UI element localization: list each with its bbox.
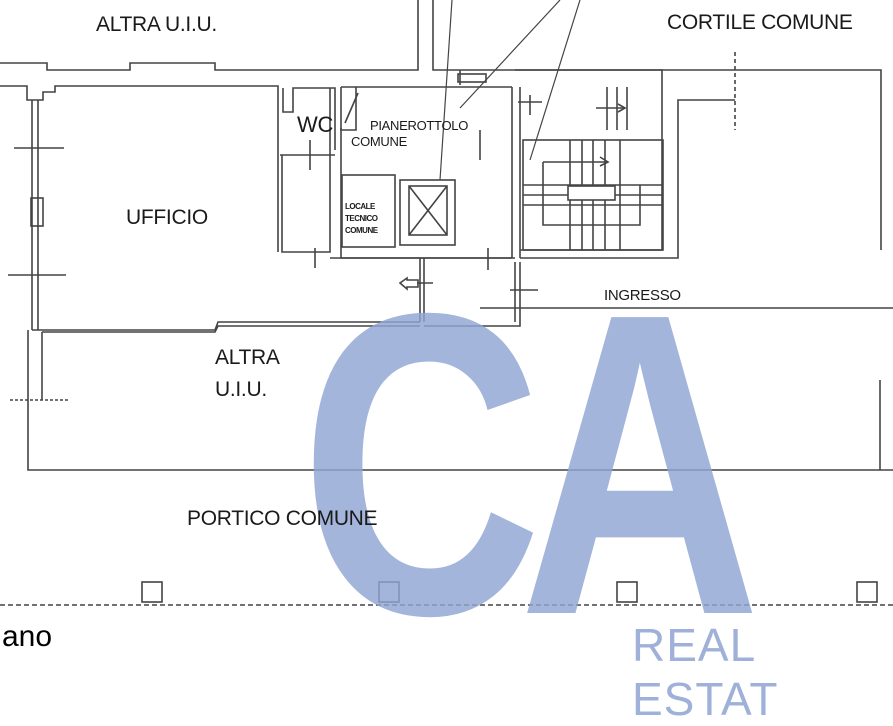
label-locale: LOCALE bbox=[345, 202, 375, 211]
floor-plan-drawing bbox=[0, 0, 893, 606]
caption-text: ano bbox=[2, 620, 53, 653]
watermark-logo: CA bbox=[300, 225, 761, 705]
label-tecnico: TECNICO bbox=[345, 214, 378, 223]
label-altra-mid: ALTRA bbox=[215, 346, 280, 369]
label-locale-comune: COMUNE bbox=[345, 226, 378, 235]
label-pianerottolo: PIANEROTTOLO bbox=[370, 118, 469, 133]
label-wc: WC bbox=[297, 112, 334, 137]
watermark-tagline: REAL ESTAT bbox=[632, 619, 779, 725]
label-ingresso: INGRESSO bbox=[604, 287, 681, 304]
label-portico-comune: PORTICO COMUNE bbox=[187, 507, 378, 530]
label-altra-uiu-top: ALTRA U.I.U. bbox=[96, 13, 217, 36]
label-ufficio: UFFICIO bbox=[126, 206, 208, 229]
label-cortile-comune: CORTILE COMUNE bbox=[667, 11, 853, 34]
label-uiu-mid: U.I.U. bbox=[215, 378, 267, 401]
label-pianerottolo-comune: COMUNE bbox=[351, 134, 407, 149]
